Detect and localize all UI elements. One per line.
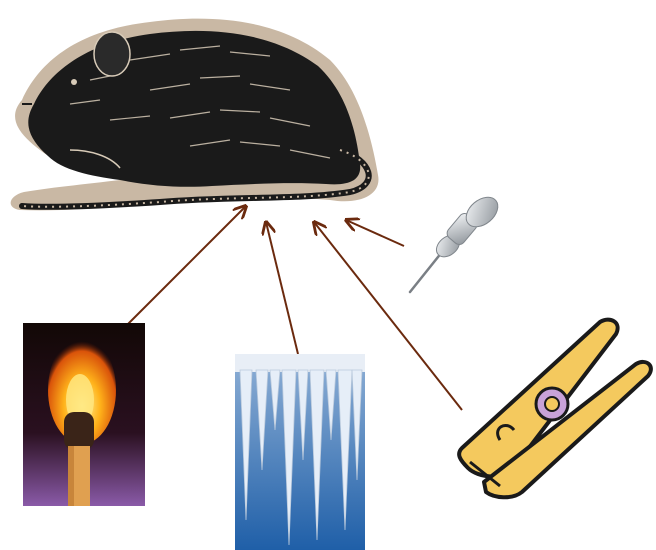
arrow-match-to-rat (128, 206, 246, 324)
pushpin-clipart (410, 191, 504, 292)
lit-match-photo (23, 323, 145, 506)
arrow-pushpin-to-rat (346, 220, 404, 246)
icicles-photo (235, 354, 365, 550)
arrow-icicles-to-rat (266, 222, 298, 354)
clothespin-clipart (459, 320, 651, 498)
rat-illustration (11, 19, 379, 211)
